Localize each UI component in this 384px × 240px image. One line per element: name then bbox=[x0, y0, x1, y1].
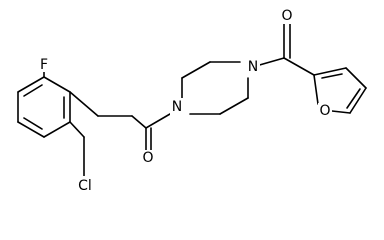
amide-bond-right bbox=[255, 57, 285, 67]
piperazine-ring bbox=[181, 61, 249, 115]
right-carbonyl-oxygen-label: O bbox=[281, 8, 292, 24]
fluorine-atom-label: F bbox=[40, 57, 48, 73]
right-nitrogen-label: N bbox=[248, 59, 258, 75]
furan-oxygen-label: O bbox=[319, 103, 330, 119]
benzene-ring bbox=[17, 76, 71, 138]
chlorine-bond bbox=[69, 121, 85, 177]
left-carbonyl-double-bond bbox=[145, 127, 152, 151]
furan-ring bbox=[313, 67, 367, 114]
chlorine-atom-label: Cl bbox=[78, 178, 92, 194]
left-carbonyl-oxygen-label: O bbox=[142, 150, 153, 166]
chemical-structure-diagram: F Cl O N N O O bbox=[17, 8, 367, 194]
right-carbonyl-double-bond bbox=[283, 23, 291, 59]
left-nitrogen-label: N bbox=[172, 99, 182, 115]
methylene-linker bbox=[69, 91, 147, 129]
amide-bond-left bbox=[145, 113, 171, 129]
carbonyl-furan-bond bbox=[283, 57, 315, 76]
